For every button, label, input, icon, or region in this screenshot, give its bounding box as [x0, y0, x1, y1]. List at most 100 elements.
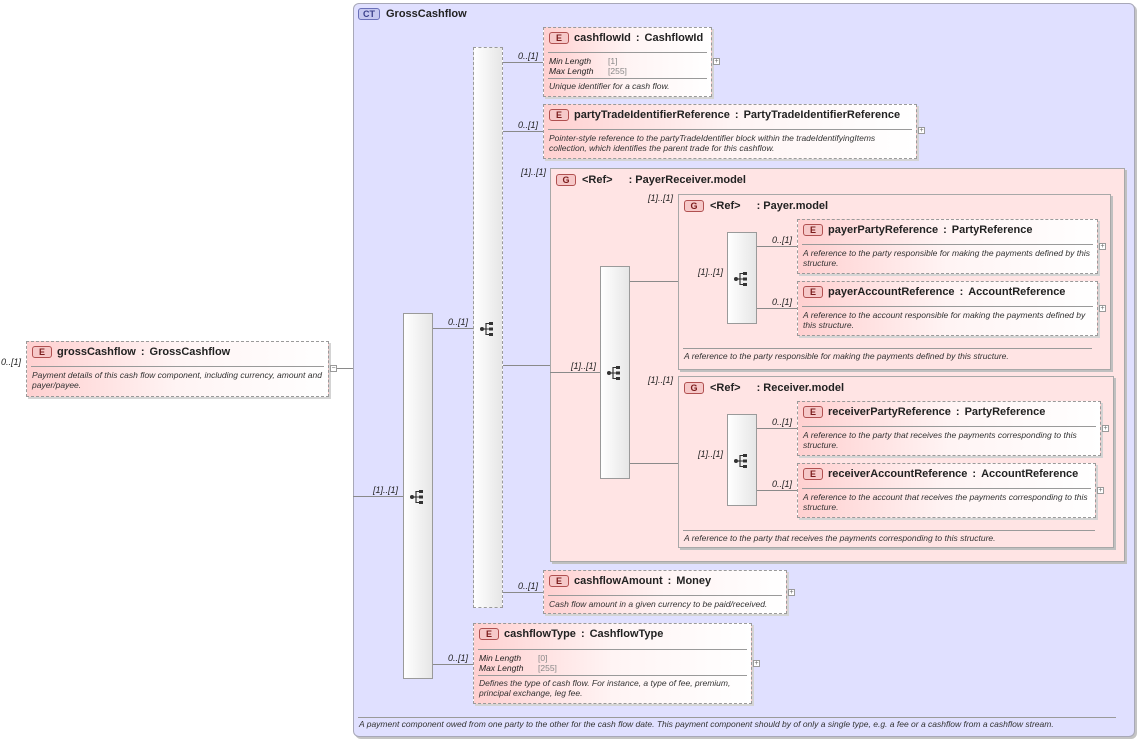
inner-sequence[interactable] [473, 47, 503, 608]
payer-receiver-sequence[interactable] [600, 266, 630, 479]
group-type: : Payer.model [756, 200, 829, 212]
facet-max-length-value: [255] [538, 663, 557, 673]
element-doc: Cash flow amount in a given currency to … [549, 599, 768, 609]
element-payer-account-reference[interactable]: E payerAccountReference : AccountReferen… [797, 281, 1098, 336]
element-name: cashflowType [504, 628, 576, 640]
payer-sequence[interactable] [727, 232, 757, 324]
cashflow-amount-cardinality: 0..[1] [518, 581, 539, 591]
element-badge: E [803, 406, 823, 418]
sequence-compositor-icon [410, 490, 423, 504]
connector-line [337, 368, 353, 369]
element-name: cashflowAmount [574, 575, 663, 587]
complex-type-title: GrossCashflow [386, 8, 467, 20]
facet-min-length-value: [1] [608, 56, 618, 66]
connector-line [757, 308, 797, 309]
payer-account-ref-cardinality: 0..[1] [772, 297, 793, 307]
group-type: : Receiver.model [756, 382, 845, 394]
expand-plus-icon[interactable]: + [1099, 243, 1106, 250]
connector-line [503, 365, 550, 366]
element-type-separator: : [580, 628, 585, 640]
receiver-sequence-cardinality: [1]..[1] [698, 449, 724, 459]
payer-receiver-group-cardinality: [1]..[1] [521, 167, 547, 177]
element-type: PartyReference [964, 406, 1046, 418]
payer-party-ref-cardinality: 0..[1] [772, 235, 793, 245]
element-receiver-account-reference[interactable]: E receiverAccountReference : AccountRefe… [797, 463, 1096, 518]
element-cashflow-amount[interactable]: E cashflowAmount : Money Cash flow amoun… [543, 570, 787, 614]
group-badge: G [684, 200, 704, 212]
connector-line [757, 428, 797, 429]
element-separator [802, 426, 1096, 427]
element-name: partyTradeIdentifierReference [574, 109, 730, 121]
facet-min-length-value: [0] [538, 653, 548, 663]
element-type: PartyReference [951, 224, 1033, 236]
element-cashflow-id[interactable]: E cashflowId : CashflowId Min Length [1]… [543, 27, 712, 97]
element-doc: Unique identifier for a cash flow. [549, 81, 670, 91]
collapse-minus-icon[interactable]: − [330, 365, 337, 372]
element-badge: E [549, 109, 569, 121]
group-separator [683, 348, 1092, 349]
element-separator [548, 595, 782, 596]
element-doc: Pointer-style reference to the partyTrad… [549, 133, 876, 153]
element-badge: E [32, 346, 52, 358]
element-type: CashflowType [589, 628, 664, 640]
element-gross-cashflow[interactable]: E grossCashflow : GrossCashflow Payment … [26, 341, 329, 397]
element-name: payerAccountReference [828, 286, 955, 298]
outer-sequence[interactable] [403, 313, 433, 679]
element-type-separator: : [635, 32, 640, 44]
element-doc: A reference to the party that receives t… [803, 430, 1077, 450]
connector-line [757, 490, 797, 491]
element-badge: E [803, 468, 823, 480]
element-cashflow-type[interactable]: E cashflowType : CashflowType Min Length… [473, 623, 752, 704]
connector-line [550, 372, 600, 373]
connector-line [433, 328, 473, 329]
element-type-separator: : [140, 346, 145, 358]
element-doc: Payment details of this cash flow compon… [32, 370, 322, 390]
element-name: cashflowId [574, 32, 631, 44]
expand-plus-icon[interactable]: + [1097, 487, 1104, 494]
element-type-separator: : [734, 109, 739, 121]
receiver-sequence[interactable] [727, 414, 757, 506]
complex-type-badge: CT [358, 8, 380, 20]
element-separator [548, 78, 707, 79]
element-doc: Defines the type of cash flow. For insta… [479, 678, 731, 698]
element-type: CashflowId [644, 32, 704, 44]
element-doc: A reference to the party responsible for… [803, 248, 1090, 268]
party-trade-id-ref-cardinality: 0..[1] [518, 120, 539, 130]
expand-plus-icon[interactable]: + [1102, 425, 1109, 432]
group-ref: <Ref> [582, 174, 613, 186]
sequence-compositor-icon [480, 322, 493, 336]
element-badge: E [549, 575, 569, 587]
element-payer-party-reference[interactable]: E payerPartyReference : PartyReference A… [797, 219, 1098, 274]
element-name: receiverAccountReference [828, 468, 968, 480]
facet-max-length-label: Max Length [549, 66, 594, 76]
root-cardinality: 0..[1] [1, 357, 22, 367]
group-ref: <Ref> [710, 200, 741, 212]
element-type: AccountReference [968, 286, 1066, 298]
inner-sequence-cardinality: 0..[1] [448, 317, 469, 327]
element-badge: E [803, 224, 823, 236]
element-separator [548, 52, 707, 53]
element-type-separator: : [955, 406, 960, 418]
complex-type-separator [358, 717, 1116, 718]
element-doc: A reference to the account that receives… [803, 492, 1088, 512]
connector-line [757, 246, 797, 247]
receiver-account-ref-cardinality: 0..[1] [772, 479, 793, 489]
receiver-party-ref-cardinality: 0..[1] [772, 417, 793, 427]
payer-group-cardinality: [1]..[1] [648, 193, 674, 203]
sequence-compositor-icon [607, 366, 620, 380]
element-type-separator: : [667, 575, 672, 587]
expand-plus-icon[interactable]: + [1099, 305, 1106, 312]
expand-plus-icon[interactable]: + [713, 58, 720, 65]
element-separator [478, 649, 747, 650]
expand-plus-icon[interactable]: + [753, 660, 760, 667]
element-type-separator: : [972, 468, 977, 480]
element-separator [478, 675, 747, 676]
expand-plus-icon[interactable]: + [788, 589, 795, 596]
element-badge: E [803, 286, 823, 298]
connector-line [630, 463, 678, 464]
element-party-trade-identifier-reference[interactable]: E partyTradeIdentifierReference : PartyT… [543, 104, 917, 159]
expand-plus-icon[interactable]: + [918, 127, 925, 134]
element-separator [802, 488, 1091, 489]
element-receiver-party-reference[interactable]: E receiverPartyReference : PartyReferenc… [797, 401, 1101, 456]
element-badge: E [549, 32, 569, 44]
